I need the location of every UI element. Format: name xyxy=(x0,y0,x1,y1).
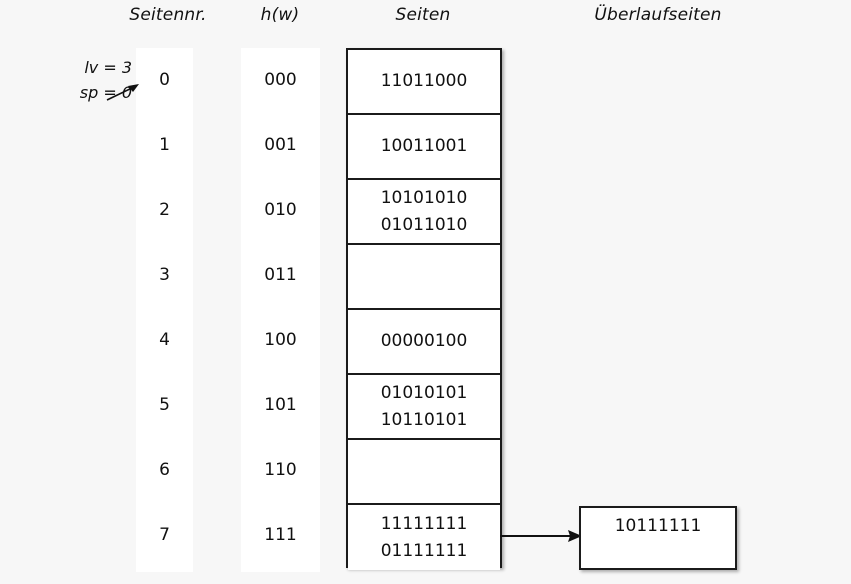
hw-column-strip xyxy=(241,48,320,572)
page-record: 01111111 xyxy=(380,540,468,561)
annotation-lv: lv = 3 xyxy=(84,58,132,77)
hw-cell: 000 xyxy=(264,70,297,90)
hw-cell: 101 xyxy=(264,395,297,415)
seitennr-cell: 7 xyxy=(159,525,170,545)
page-record: 11111111 xyxy=(380,513,468,534)
page-cell: 10101010 01011010 xyxy=(348,180,500,245)
page-record: 00000100 xyxy=(380,331,468,351)
hw-cell: 111 xyxy=(264,525,297,545)
overflow-page-box: 10111111 xyxy=(579,506,737,570)
overflow-page-value: 10111111 xyxy=(614,516,702,536)
column-header-hw: h(w) xyxy=(260,5,300,25)
page-cell: 10011001 xyxy=(348,115,500,180)
page-record: 10110101 xyxy=(380,409,468,430)
page-cell xyxy=(348,440,500,505)
arrow-right-icon xyxy=(500,530,582,542)
arrow-right-icon xyxy=(106,84,139,101)
page-record: 01011010 xyxy=(380,214,468,235)
seitennr-cell: 0 xyxy=(159,70,170,90)
page-cell: 11111111 01111111 xyxy=(348,505,500,570)
seitennr-cell: 5 xyxy=(159,395,170,415)
hw-cell: 011 xyxy=(264,265,297,285)
seitennr-cell: 6 xyxy=(159,460,170,480)
seitennr-cell: 4 xyxy=(159,330,170,350)
page-record: 10011001 xyxy=(380,136,468,156)
page-record: 11011000 xyxy=(380,71,468,91)
page-record: 10101010 xyxy=(380,187,468,208)
annotation-sp: sp = 0 xyxy=(79,83,132,102)
seitennr-cell: 1 xyxy=(159,135,170,155)
page-cell xyxy=(348,245,500,310)
page-cell: 01010101 10110101 xyxy=(348,375,500,440)
page-record: 01010101 xyxy=(380,382,468,403)
page-table: 11011000 10011001 10101010 01011010 00000100… xyxy=(346,48,502,570)
column-header-ueberlaufseiten: Überlaufseiten xyxy=(594,5,722,25)
hw-cell: 110 xyxy=(264,460,297,480)
hw-cell: 010 xyxy=(264,200,297,220)
page-cell: 11011000 xyxy=(348,50,500,115)
hw-cell: 100 xyxy=(264,330,297,350)
column-header-seitennr: Seitennr. xyxy=(129,5,207,25)
seitennr-cell: 3 xyxy=(159,265,170,285)
hw-cell: 001 xyxy=(264,135,297,155)
page-cell: 00000100 xyxy=(348,310,500,375)
parameter-annotation: lv = 3 sp = 0 xyxy=(40,55,132,105)
seitennr-column-strip xyxy=(136,48,193,572)
column-header-seiten: Seiten xyxy=(395,5,451,25)
seitennr-cell: 2 xyxy=(159,200,170,220)
